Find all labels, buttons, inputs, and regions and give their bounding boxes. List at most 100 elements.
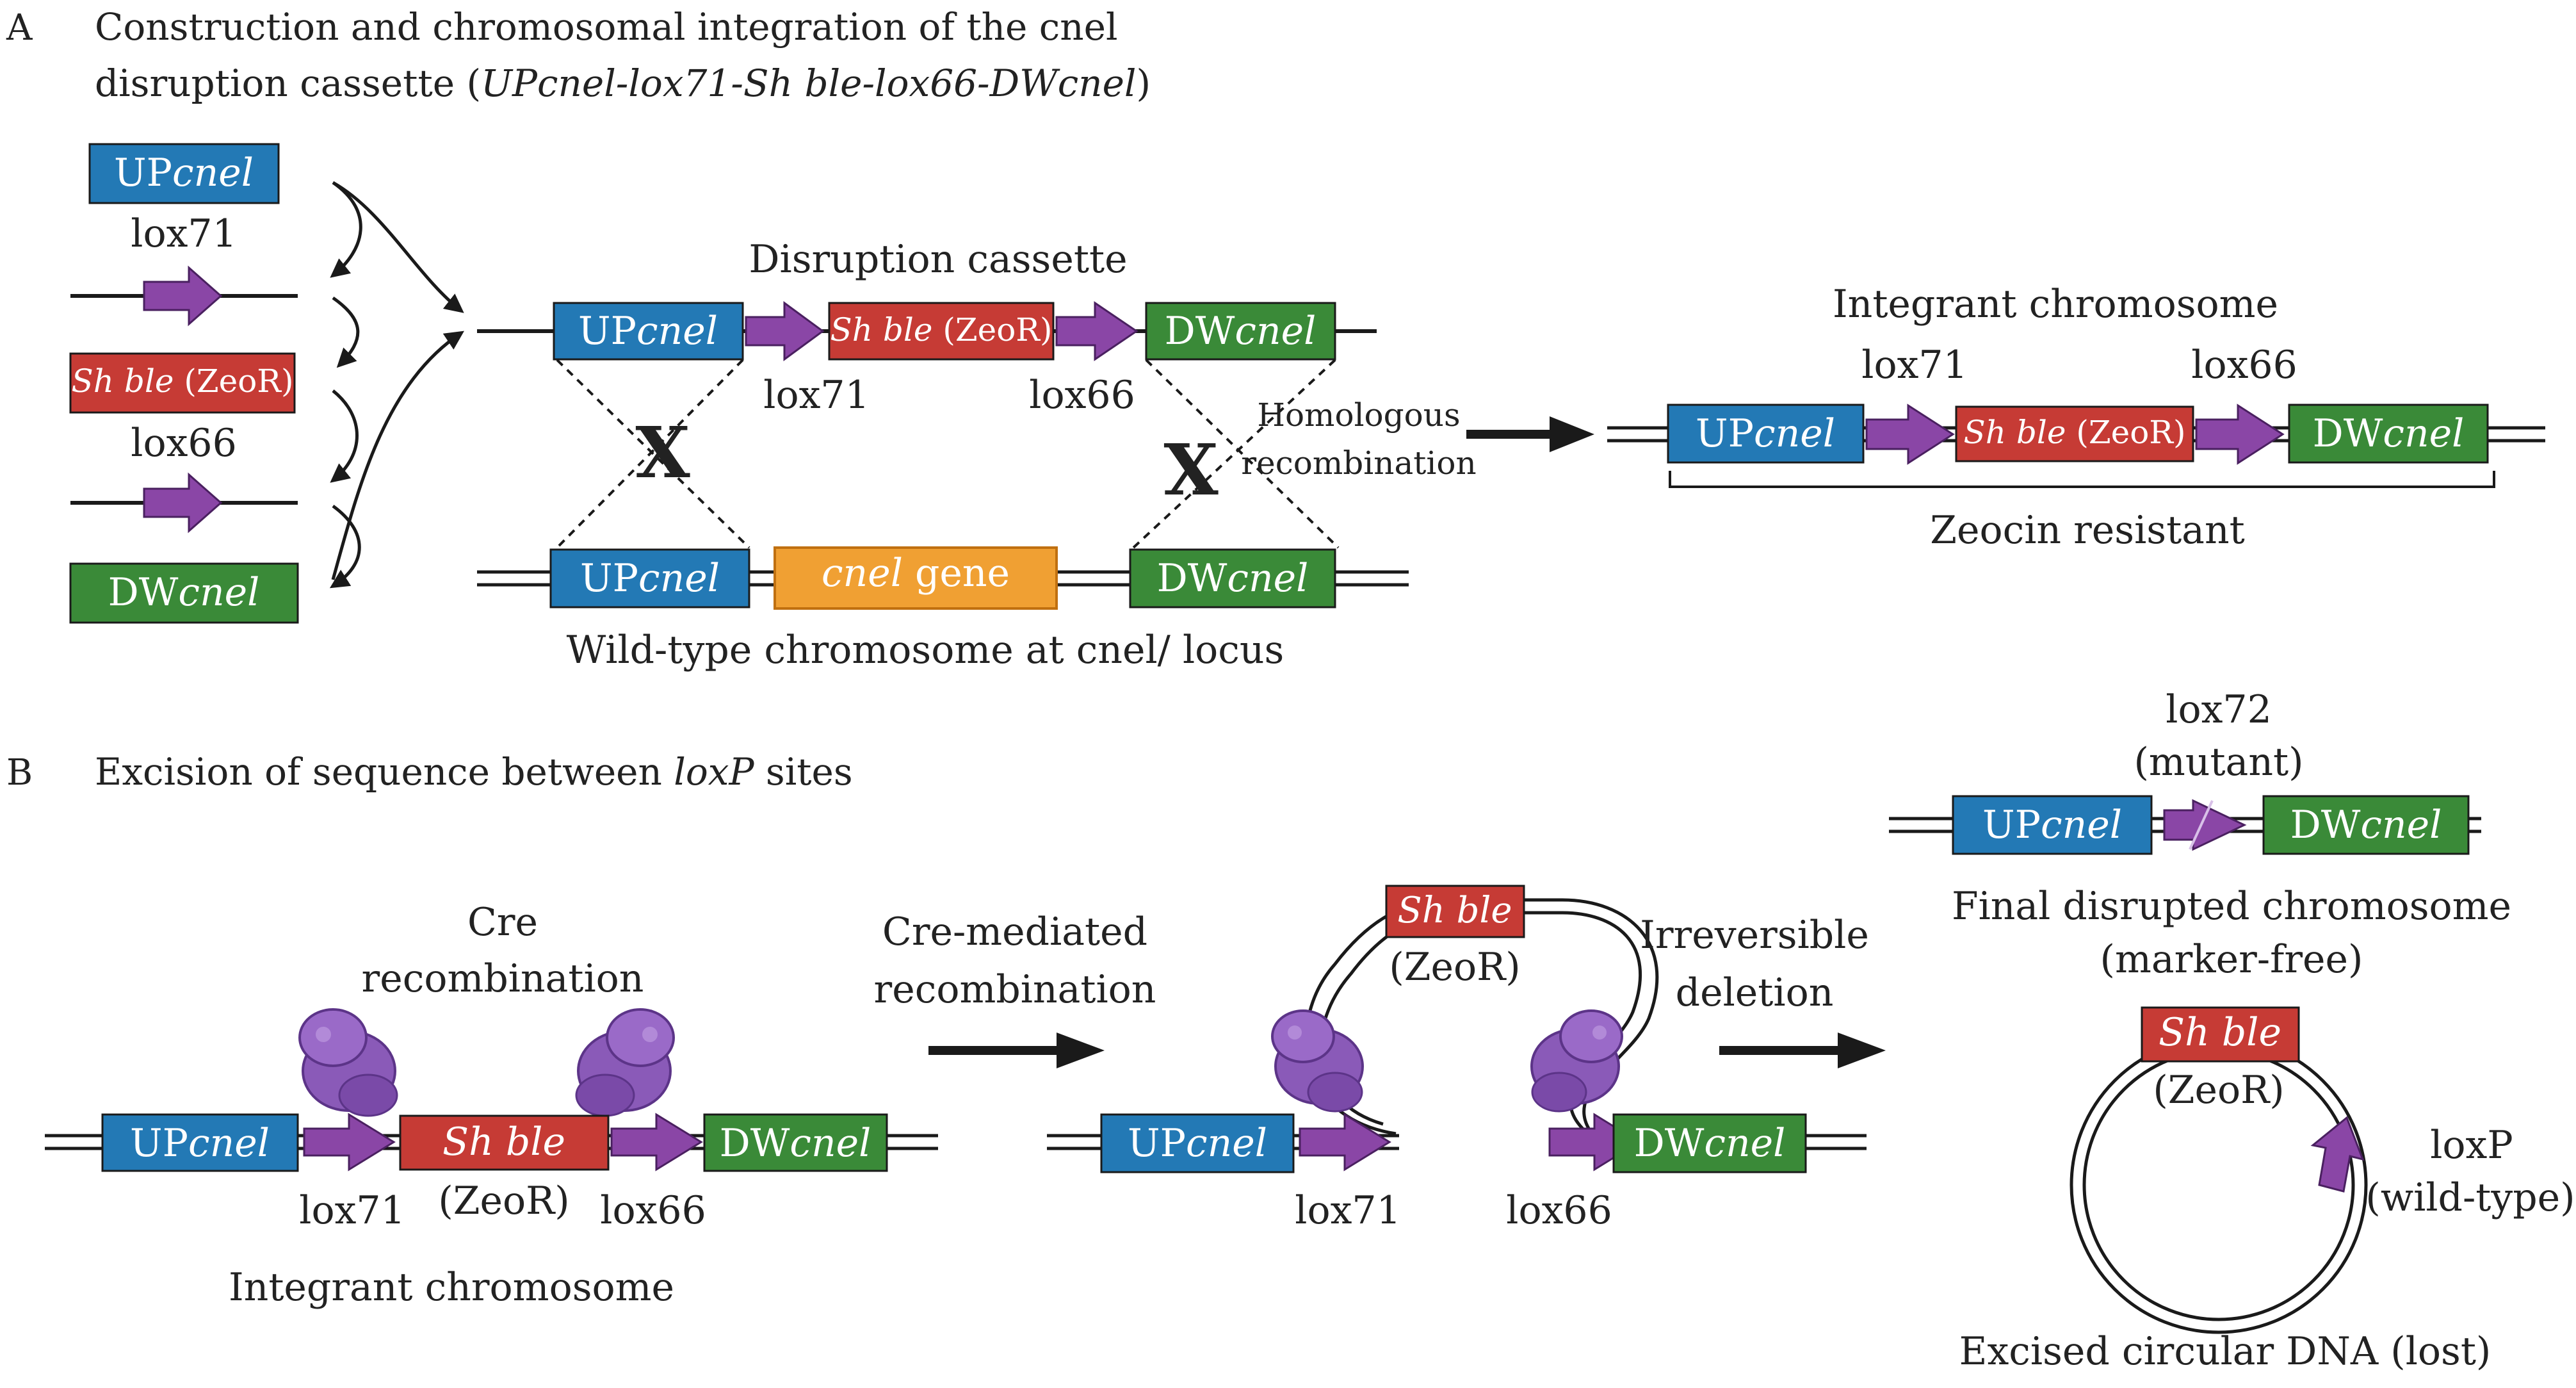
circle-ble-box — [2141, 1006, 2300, 1063]
panel-a-letter: A — [6, 7, 33, 49]
b-ble-label: Sh ble — [442, 1120, 565, 1164]
b-zeor-label: (ZeoR) — [438, 1179, 569, 1223]
final-up-label: UPcnel — [1982, 803, 2122, 847]
lox66-part-label: lox66 — [131, 421, 237, 466]
loop-lox66-label: lox66 — [1506, 1188, 1612, 1233]
loop-ble-label: Sh ble — [1397, 890, 1512, 931]
b-up-label: UPcnel — [130, 1121, 270, 1166]
integrant-a-title: Integrant chromosome — [1833, 282, 2278, 327]
dw-cnel-box — [69, 562, 299, 624]
dw-cnel-label: DWcnel — [108, 570, 260, 615]
cre-label-line1: Cre — [467, 900, 538, 945]
cre-protein-icon-right — [575, 1008, 675, 1117]
crossover-lines — [556, 359, 1340, 549]
cassette-dw-label: DWcnel — [1165, 309, 1316, 354]
cassette-lox71-label: lox71 — [763, 373, 870, 418]
integrant-chromosome-a: Integrant chromosome lox71 lox66 UPcnel … — [1607, 282, 2545, 553]
b-lox71-icon — [303, 1113, 396, 1172]
lox71-part-arrow-icon — [143, 265, 223, 327]
integrant-a-up-label: UPcnel — [1696, 411, 1835, 456]
integrant-a-lox71-label: lox71 — [1861, 343, 1968, 388]
homologous-line1: Homologous — [1257, 396, 1460, 434]
integrant-a-bracket — [1669, 471, 2495, 488]
final-dw-label: DWcnel — [2290, 803, 2442, 847]
cnel-gene-label: cnel gene — [822, 551, 1010, 596]
wt-up-box — [549, 548, 750, 608]
integrant-a-up-box — [1667, 404, 1865, 464]
loop-cre-icon-right — [1530, 1009, 1623, 1113]
assembly-arrows — [329, 181, 464, 589]
homologous-line2: recombination — [1241, 445, 1476, 482]
wt-dw-label: DWcnel — [1157, 556, 1309, 601]
loop-cre-icon-left — [1271, 1009, 1364, 1113]
loop-up-box — [1100, 1113, 1295, 1173]
zeocin-resistant-caption: Zeocin resistant — [1930, 508, 2244, 553]
cassette-up-box — [553, 302, 744, 361]
panel-a-title-line1: Construction and chromosomal integration… — [95, 5, 1118, 49]
integrant-a-dw-label: DWcnel — [2313, 411, 2465, 456]
cassette-dw-box — [1145, 302, 1336, 361]
lox72-line2: (mutant) — [2134, 740, 2304, 785]
b-lox66-icon — [610, 1113, 703, 1172]
circle-zeor-label: (ZeoR) — [2153, 1068, 2284, 1113]
lox72-line1: lox72 — [2166, 687, 2272, 732]
lox72-mutant-icon — [2163, 799, 2247, 851]
loop-dw-box — [1612, 1113, 1807, 1173]
integrant-a-lox71-icon — [1865, 404, 1955, 465]
disruption-cassette: Disruption cassette UPcnel Sh ble (ZeoR)… — [477, 237, 1377, 418]
integrant-chromosome-b: Cre recombination UPcnel Sh ble DWcnel l… — [45, 900, 938, 1310]
wt-up-label: UPcnel — [580, 556, 720, 601]
loop-up-label: UPcnel — [1128, 1121, 1267, 1166]
panel-b-letter: B — [6, 752, 33, 794]
final-up-box — [1952, 795, 2153, 855]
panel-b-title: Excision of sequence between loxP sites — [95, 750, 853, 794]
cassette-lox66-icon — [1055, 301, 1138, 361]
loop-lox71-icon — [1299, 1113, 1391, 1172]
cassette-up-label: UPcnel — [578, 309, 718, 354]
b-ble-box — [399, 1114, 610, 1171]
parts-column: UPcnel lox71 Sh ble (ZeoR) lox66 DWcnel — [69, 143, 299, 624]
integrant-a-ble-label: Sh ble (ZeoR) — [1964, 414, 2186, 451]
integrant-a-lox66-label: lox66 — [2191, 343, 2297, 388]
b-up-box — [101, 1113, 299, 1172]
wildtype-caption: Wild-type chromosome at cnel/ locus — [567, 628, 1284, 673]
cnel-gene-box — [774, 546, 1058, 610]
step2-line2: deletion — [1676, 970, 1834, 1015]
integrant-a-ble-box — [1955, 405, 2194, 462]
step2-arrowhead — [1838, 1033, 1886, 1068]
sh-ble-label: Sh ble (ZeoR) — [72, 363, 294, 400]
b-integrant-caption: Integrant chromosome — [229, 1265, 674, 1310]
b-lox66-label: lox66 — [600, 1188, 706, 1233]
crossover-x-left: X — [635, 411, 690, 494]
cassette-title: Disruption cassette — [749, 237, 1127, 282]
sh-ble-box — [69, 352, 296, 414]
wildtype-chromosome: UPcnel cnel gene DWcnel Wild-type chromo… — [477, 546, 1409, 673]
step1-arrowhead — [1057, 1033, 1105, 1068]
b-dw-label: DWcnel — [720, 1121, 871, 1166]
panel-a-title-line2: disruption cassette (UPcnel-lox71-Sh ble… — [95, 61, 1151, 105]
final-caption-line1: Final disrupted chromosome — [1952, 884, 2511, 929]
integrant-a-lox66-icon — [2195, 404, 2285, 465]
up-cnel-box — [88, 143, 280, 204]
loop-lox71-label: lox71 — [1295, 1188, 1401, 1233]
b-lox71-label: lox71 — [299, 1188, 405, 1233]
final-caption-line2: (marker-free) — [2100, 937, 2363, 982]
homologous-arrowhead — [1550, 416, 1594, 452]
integrant-a-dw-box — [2288, 404, 2489, 464]
step2-line1: Irreversible — [1640, 913, 1869, 958]
loxp-wildtype-icon — [2310, 1116, 2365, 1193]
loxp-line2: (wild-type) — [2365, 1175, 2575, 1220]
loop-dw-label: DWcnel — [1634, 1121, 1786, 1166]
excised-circle: Sh ble (ZeoR) loxP (wild-type) Excised c… — [1959, 1006, 2575, 1374]
b-dw-box — [703, 1113, 888, 1172]
cre-protein-icon-left — [298, 1008, 398, 1117]
loop-ble-box — [1385, 885, 1525, 938]
step1-line2: recombination — [874, 967, 1156, 1012]
step1-line1: Cre-mediated — [882, 910, 1147, 954]
final-dw-box — [2262, 795, 2470, 855]
circle-caption: Excised circular DNA (lost) — [1959, 1329, 2491, 1374]
circle-ble-label: Sh ble — [2159, 1010, 2281, 1055]
loop-zeor-label: (ZeoR) — [1389, 945, 1520, 990]
cassette-lox71-icon — [745, 301, 825, 361]
